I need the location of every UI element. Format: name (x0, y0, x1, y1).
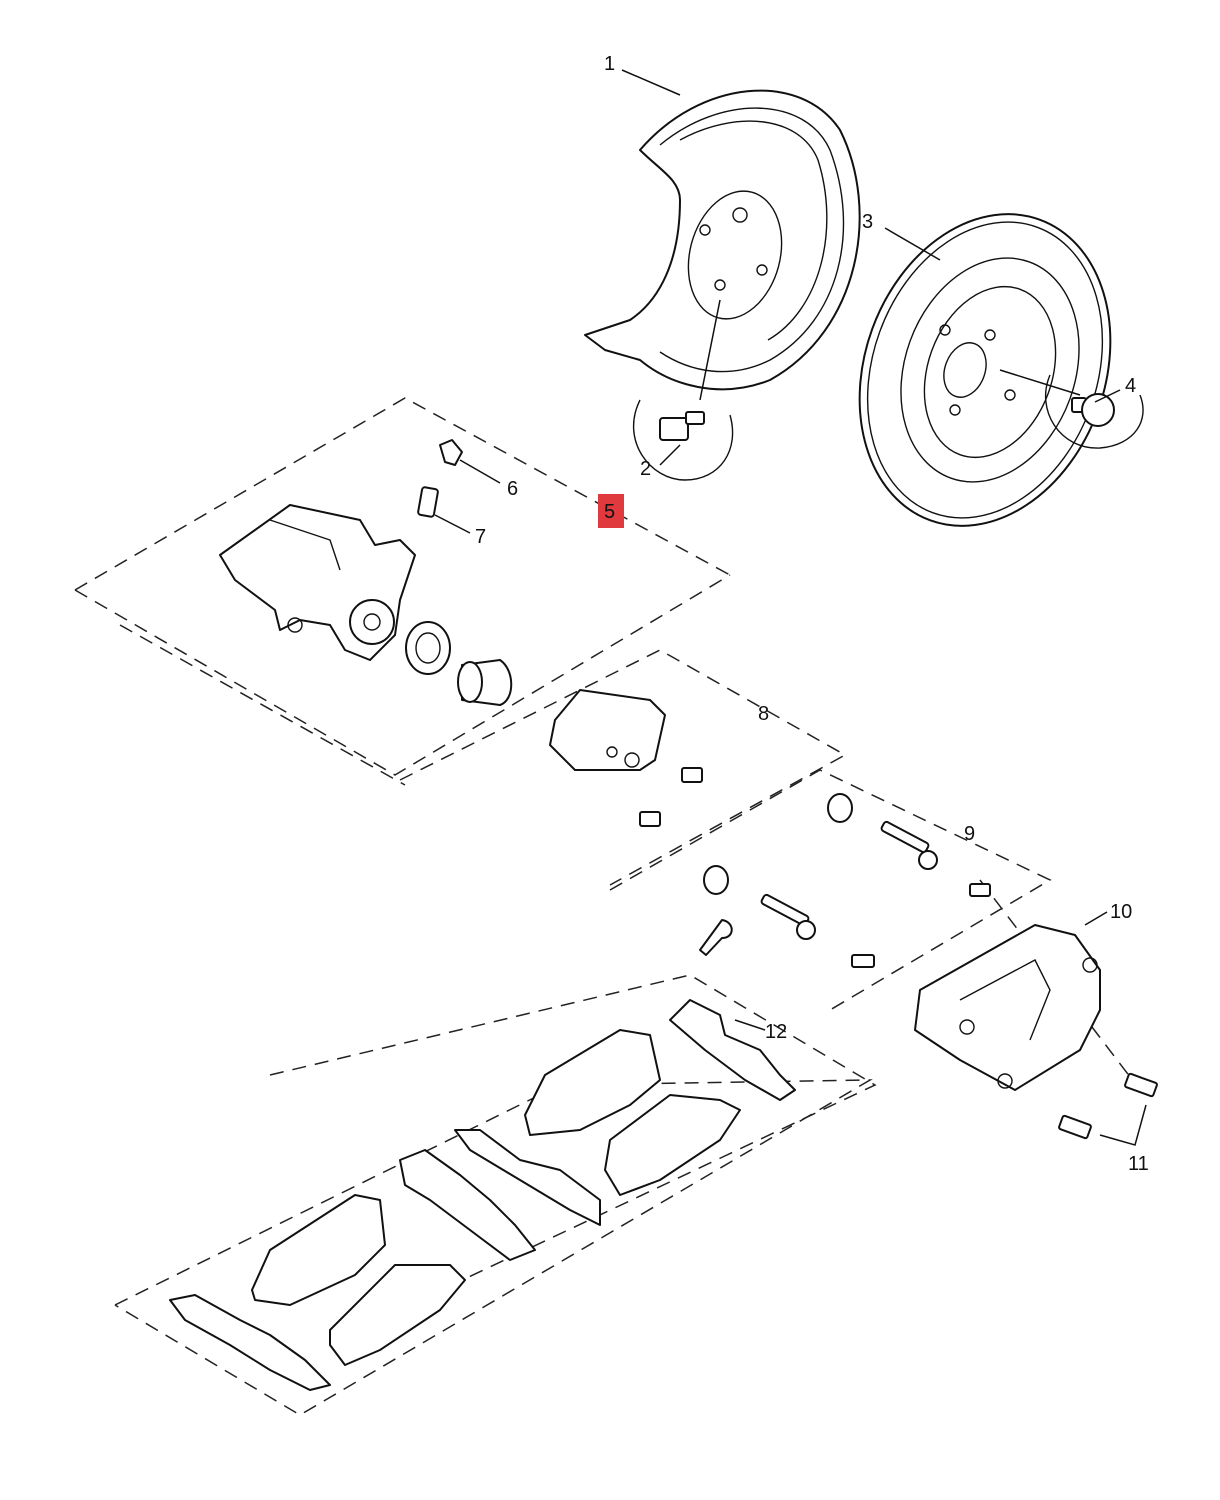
dust-shield (584, 89, 861, 391)
brake-pad-upper-left (524, 1029, 661, 1136)
callout-5: 5 (604, 501, 615, 523)
callout-11: 11 (1128, 1153, 1149, 1175)
pad-retaining-clips-upper (669, 999, 796, 1101)
callout-7: 7 (475, 526, 486, 548)
disc-retaining-screw (999, 369, 1144, 449)
guide-pin-lower (699, 865, 875, 968)
callout-10: 10 (1110, 901, 1132, 923)
callouts: 1 2 3 4 5 6 7 8 9 10 11 12 (475, 53, 1149, 1175)
callout-5-highlight (598, 494, 624, 528)
callout-2: 2 (640, 458, 651, 480)
caliper-assembly-inner-edge (119, 624, 406, 786)
callout-6: 6 (507, 478, 518, 500)
leader-lines (434, 69, 1121, 1031)
shield-bolt (632, 299, 734, 481)
bleeder-screw-cap (439, 439, 463, 466)
brake-pad-lower-left (251, 1194, 386, 1306)
callout-8: 8 (758, 703, 769, 725)
callout-4: 4 (1125, 375, 1136, 397)
callout-1: 1 (604, 53, 615, 75)
pad-retaining-clips-middle (399, 1129, 601, 1261)
piston (457, 659, 513, 706)
caliper-carrier (914, 924, 1101, 1091)
guide-pin-set-boundary (609, 769, 1052, 1011)
brake-pad-upper-right (604, 1094, 741, 1196)
callout-3: 3 (862, 211, 873, 233)
caliper-assembly-boundary-bottom (74, 574, 731, 776)
piston-seal (405, 621, 451, 675)
carrier-bolts (1058, 1072, 1158, 1146)
guide-pin-upper (827, 793, 991, 897)
bleeder-valve (417, 486, 439, 518)
brake-disc (858, 213, 1112, 527)
parking-brake-actuator (549, 689, 703, 827)
bolt-axis-line (979, 879, 1141, 1091)
piston-set-boundary (399, 649, 847, 886)
caliper-housing (219, 504, 416, 661)
callout-9: 9 (964, 823, 975, 845)
brake-pad-lower-right (329, 1264, 466, 1366)
pad-set-boundary-upper (269, 974, 877, 1301)
callout-12: 12 (765, 1021, 787, 1043)
pad-retaining-clips-lower (169, 1294, 331, 1391)
